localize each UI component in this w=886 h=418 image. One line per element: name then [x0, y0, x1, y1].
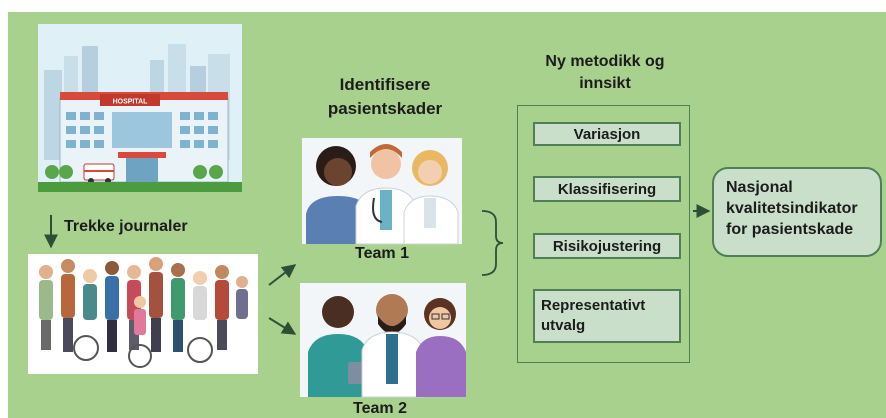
identify-injuries-label: Identifisere pasientskader — [300, 73, 470, 121]
method-box-risk-adjustment: Risikojustering — [533, 233, 681, 259]
hospital-illustration: HOSPITAL — [38, 24, 242, 192]
outcome-line2: kvalitetsindikator — [726, 200, 858, 217]
method-frame — [517, 105, 690, 363]
arrow-to-team1 — [268, 264, 297, 286]
patients-group-illustration — [28, 254, 258, 374]
outcome-line3: for pasientskade — [726, 221, 854, 238]
outcome-box: Nasjonal kvalitetsindikator for pasients… — [712, 167, 882, 257]
extract-records-label: Trekke journaler — [64, 218, 188, 235]
method-box-representative-sample: Representativt utvalg — [533, 289, 681, 343]
arrow-to-team2 — [268, 317, 297, 335]
identify-label-line2: pasientskader — [327, 99, 443, 118]
method-box-variation: Variasjon — [533, 122, 681, 146]
team2-illustration — [300, 283, 466, 398]
team1-label: Team 1 — [355, 245, 409, 262]
team2-label: Team 2 — [353, 400, 407, 417]
method-box-classification: Klassifisering — [533, 176, 681, 202]
method-title-line1: Ny metodikk og — [545, 53, 665, 70]
hospital-sign: HOSPITAL — [113, 99, 149, 106]
merge-brace — [481, 210, 504, 276]
connector-graphics — [44, 204, 711, 335]
identify-label-line1: Identifisere — [339, 75, 431, 94]
team1-illustration — [302, 138, 462, 245]
method-title: Ny metodikk og innsikt — [520, 51, 690, 95]
outcome-line1: Nasjonal — [726, 179, 793, 196]
method-title-line2: innsikt — [579, 75, 631, 92]
